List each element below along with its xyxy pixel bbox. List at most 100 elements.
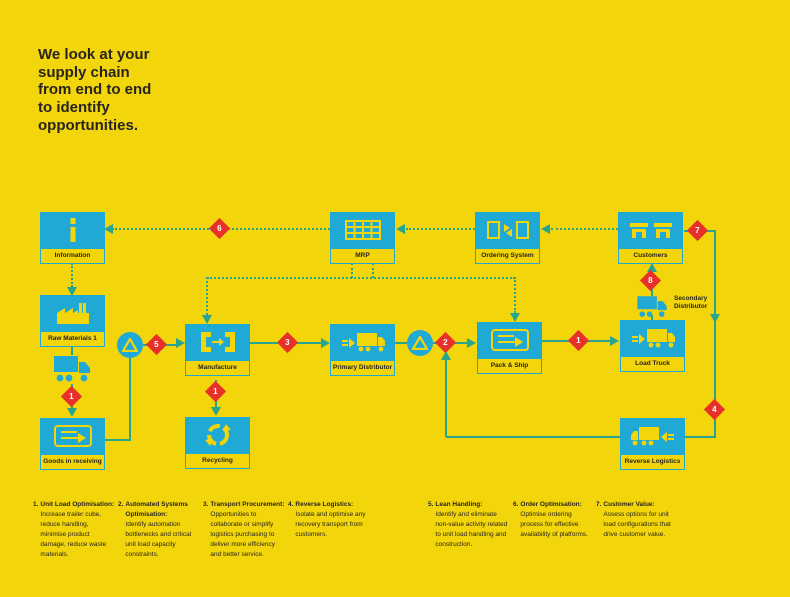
secondary-distributor-label: Secondary Distributor (674, 295, 708, 311)
arrowhead-up-icon (441, 351, 451, 360)
legend-body: Increase trailer cube, reduce handling, … (40, 511, 107, 559)
node-load-truck: Load Truck (620, 320, 685, 372)
node-customers: Customers (618, 212, 683, 264)
node-information: Information (40, 212, 105, 264)
node-reverse-logistics: Reverse Logistics (620, 418, 685, 470)
connector (514, 277, 516, 313)
connector (165, 344, 177, 346)
marker-diamond-unit-load-b: 1 (567, 329, 590, 352)
connector (129, 358, 131, 441)
machine-icon (185, 324, 250, 360)
arrowhead-down-icon (67, 287, 77, 296)
connector (105, 439, 130, 441)
information-icon (40, 212, 105, 248)
arrowhead-right-icon (321, 338, 330, 348)
legend-number: 1. (33, 501, 39, 508)
connector (71, 263, 73, 287)
node-label: Load Truck (620, 356, 685, 372)
secondary-distributor-truck-icon (634, 293, 670, 319)
node-label: Goods in receiving (40, 454, 105, 470)
legend-number: 2. (118, 501, 124, 508)
node-raw-materials: Raw Materials 1 (40, 295, 105, 347)
legend-body: Identify automation bottlenecks and crit… (125, 521, 192, 559)
node-label: Primary Distributor (330, 360, 395, 376)
connector (651, 289, 653, 296)
connector (245, 342, 280, 344)
connector (351, 263, 353, 278)
inventory-point-icon (117, 332, 143, 358)
connector (406, 228, 475, 230)
connector (112, 228, 212, 230)
node-label: Reverse Logistics (620, 454, 685, 470)
truck-load-icon (620, 320, 685, 356)
recycle-icon (185, 417, 250, 453)
connector (541, 340, 572, 342)
legend-number: 5. (428, 501, 434, 508)
connector (551, 228, 618, 230)
connector (454, 342, 468, 344)
table-grid-icon (330, 212, 395, 248)
legend-item-1: 1. Unit Load Optimisation: Increase trai… (33, 500, 115, 560)
marker-diamond-transport: 3 (276, 331, 299, 354)
arrowhead-right-icon (610, 336, 619, 346)
node-label: Recycling (185, 453, 250, 469)
node-label: Customers (618, 248, 683, 264)
arrowhead-left-icon (541, 224, 550, 234)
connector (392, 342, 408, 344)
arrowhead-down-icon (211, 407, 221, 416)
legend-body: Identify and eliminate non-value activit… (435, 511, 508, 549)
legend-item-7: 7. Customer Value: Assess options for un… (596, 500, 678, 540)
inventory-point-icon (407, 330, 433, 356)
arrowhead-down-icon (202, 315, 212, 324)
connector (587, 340, 611, 342)
node-primary-distributor: Primary Distributor (330, 324, 395, 376)
legend-title: Reverse Logistics: (295, 501, 354, 508)
connector (206, 277, 208, 315)
marker-diamond-secondary: 8 (639, 269, 662, 292)
legend-body: Isolate and optimise any recovery transp… (295, 511, 366, 539)
arrowhead-down-icon (710, 314, 720, 323)
legend-title: Customer Value: (603, 501, 655, 508)
factory-icon (40, 295, 105, 331)
truck-reverse-icon (620, 418, 685, 454)
legend-body: Opportunities to collaborate or simplify… (210, 511, 275, 559)
node-manufacture: Manufacture (185, 324, 250, 376)
marker-diamond-customer-value: 7 (686, 219, 709, 242)
legend-number: 3. (203, 501, 209, 508)
legend-title: Lean Handling: (435, 501, 483, 508)
arrowhead-down-icon (510, 313, 520, 322)
legend-number: 7. (596, 501, 602, 508)
truck-forward-icon (330, 324, 395, 360)
legend-body: Optimise ordering process for effective … (520, 511, 588, 539)
legend-number: 6. (513, 501, 519, 508)
legend-body: Assess options for unit load configurati… (603, 511, 671, 539)
arrowhead-up-icon (647, 263, 657, 272)
connector (228, 228, 330, 230)
legend-item-3: 3. Transport Procurement: Opportunities … (203, 500, 285, 560)
order-exchange-icon (475, 212, 540, 248)
connector (207, 277, 515, 279)
connector (215, 398, 217, 408)
node-label: Ordering System (475, 248, 540, 264)
truck-icon (52, 352, 92, 384)
node-label: Raw Materials 1 (40, 331, 105, 347)
connector (685, 436, 716, 438)
node-recycling: Recycling (185, 417, 250, 469)
legend-item-5: 5. Lean Handling: Identify and eliminate… (428, 500, 510, 550)
node-label: Information (40, 248, 105, 264)
legend-item-6: 6. Order Optimisation: Optimise ordering… (513, 500, 595, 540)
connector (705, 230, 716, 232)
marker-diamond-unit-load-a: 1 (60, 385, 83, 408)
arrowhead-left-icon (104, 224, 113, 234)
arrowhead-right-icon (176, 338, 185, 348)
legend-title: Automated Systems Optimisation: (125, 501, 188, 519)
marker-diamond-reverse-logistics: 4 (703, 398, 726, 421)
legend-item-4: 4. Reverse Logistics: Isolate and optimi… (288, 500, 370, 540)
legend-number: 4. (288, 501, 294, 508)
legend-title: Transport Procurement: (210, 501, 285, 508)
node-label: Pack & Ship (477, 358, 542, 374)
pack-box-icon (477, 322, 542, 358)
node-label: Manufacture (185, 360, 250, 376)
marker-diamond-order: 6 (208, 217, 231, 240)
legend-item-2: 2. Automated Systems Optimisation: Ident… (118, 500, 200, 560)
